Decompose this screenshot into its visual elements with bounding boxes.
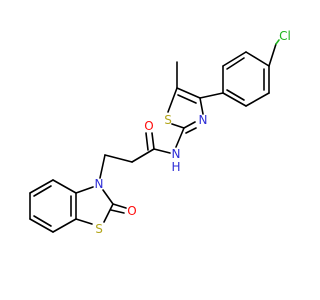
ring-oxygen-label: O — [127, 204, 136, 218]
bond — [222, 92, 247, 107]
bond — [29, 218, 54, 233]
bond — [222, 51, 247, 67]
amide-hydrogen-label: H — [171, 160, 180, 174]
bond — [75, 218, 93, 225]
bond-double-inner — [177, 94, 197, 104]
chlorine-label: Cl — [279, 29, 291, 43]
bond — [99, 154, 106, 179]
bond-double-inner — [33, 185, 52, 197]
bond-c-cl — [268, 43, 277, 67]
bond-aryl-thiazole — [199, 92, 224, 99]
molecule-diagram: Cl S N N H O N S O — [29, 29, 291, 236]
thiazole-ring — [167, 61, 204, 134]
bond — [75, 186, 94, 194]
bond-double-inner — [185, 127, 197, 134]
bond-co-double — [110, 209, 125, 214]
bond-c-cl-colored — [275, 39, 280, 45]
bond-thiazole-nh — [175, 127, 185, 148]
chlorophenyl-ring — [222, 39, 280, 107]
bond — [183, 121, 196, 129]
bond-double-inner — [226, 57, 245, 70]
bond — [102, 189, 114, 205]
bond-co — [112, 203, 127, 209]
bond — [29, 179, 54, 194]
amide-oxygen-label: O — [144, 119, 153, 133]
bond-co-double — [145, 132, 149, 151]
bond — [131, 148, 155, 163]
bond — [52, 218, 77, 233]
thiazole-sulfur-label: S — [164, 113, 172, 127]
bond-double-inner — [33, 215, 52, 227]
bond — [103, 203, 114, 223]
benzothiazole-nitrogen-label: N — [95, 177, 104, 191]
bond-co — [151, 132, 155, 150]
amide-nitrogen-label: N — [172, 147, 181, 161]
bond — [153, 148, 171, 154]
thiazole-nitrogen-label: N — [199, 113, 208, 127]
amide-group — [99, 132, 171, 179]
benzothiazolone-ring — [29, 179, 127, 233]
bond — [245, 92, 270, 107]
structure-canvas: Cl S N N H O N S O — [29, 29, 291, 236]
bond — [171, 123, 185, 129]
bond-double-inner — [226, 89, 245, 101]
bond — [199, 97, 204, 115]
bond — [167, 87, 178, 113]
benzothiazole-sulfur-label: S — [95, 222, 103, 236]
bond — [52, 179, 77, 194]
bond — [104, 154, 133, 163]
bond — [176, 87, 201, 99]
bond — [245, 51, 270, 67]
